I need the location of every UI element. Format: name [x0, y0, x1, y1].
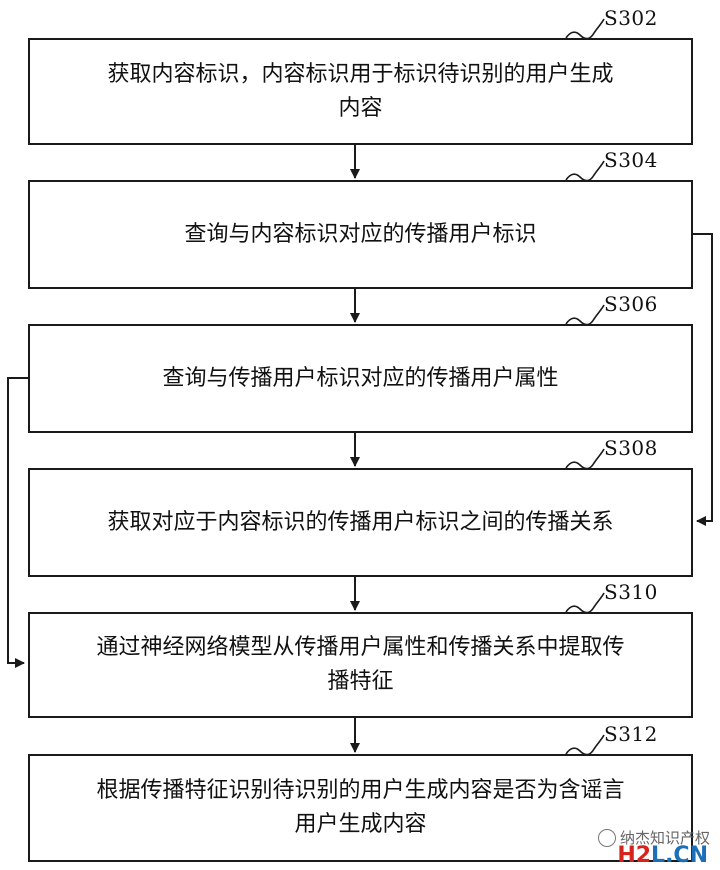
step-text-line: 用户生成内容 — [294, 812, 427, 837]
step-text-line: 播特征 — [327, 669, 394, 694]
wechat-icon — [597, 828, 616, 847]
side-arrow-s304-s308 — [693, 233, 713, 526]
step-box-s308: 获取对应于内容标识的传播用户标识之间的传播关系 — [28, 468, 693, 577]
site-logo-red: H2 — [617, 843, 652, 868]
side-arrow-s306-s310 — [7, 377, 28, 668]
watermark: 纳杰知识产权 — [597, 827, 710, 848]
label-leader-s306 — [565, 304, 605, 326]
step-text-s306: 查询与传播用户标识对应的传播用户属性 — [162, 365, 559, 391]
step-text-s302: 获取内容标识，内容标识用于标识待识别的用户生成 内容 — [107, 58, 613, 126]
step-box-s312: 根据传播特征识别待识别的用户生成内容是否为含谣言 用户生成内容 — [28, 754, 693, 862]
step-label-s302: S302 — [604, 6, 658, 30]
step-label-s312: S312 — [604, 722, 658, 746]
site-logo-suffix: .CN — [665, 843, 708, 868]
step-text-line: 内容 — [338, 95, 383, 121]
step-label-s304: S304 — [604, 148, 658, 172]
step-text-s308: 获取对应于内容标识的传播用户标识之间的传播关系 — [107, 509, 614, 535]
step-text-line: 通过神经网络模型从传播用户属性和传播关系中提取传 — [96, 635, 625, 660]
step-text-s310: 通过神经网络模型从传播用户属性和传播关系中提取传 播特征 — [96, 631, 624, 699]
step-box-s310: 通过神经网络模型从传播用户属性和传播关系中提取传 播特征 — [28, 612, 693, 718]
label-leader-s302 — [565, 18, 605, 40]
step-text-line: 获取内容标识，内容标识用于标识待识别的用户生成 — [107, 61, 614, 87]
step-label-s310: S310 — [604, 580, 658, 604]
step-text-line: 根据传播特征识别待识别的用户生成内容是否为含谣言 — [96, 778, 625, 803]
step-box-s302: 获取内容标识，内容标识用于标识待识别的用户生成 内容 — [28, 38, 693, 145]
label-leader-s304 — [565, 160, 605, 182]
label-leader-s312 — [565, 734, 605, 756]
step-label-s308: S308 — [604, 436, 658, 460]
step-text-s312: 根据传播特征识别待识别的用户生成内容是否为含谣言 用户生成内容 — [96, 774, 624, 842]
step-label-s306: S306 — [604, 292, 658, 316]
label-leader-s310 — [565, 592, 605, 614]
label-leader-s308 — [565, 448, 605, 470]
site-logo: H2L.CN — [617, 843, 708, 868]
step-box-s304: 查询与内容标识对应的传播用户标识 — [28, 180, 693, 289]
site-logo-blue: L — [651, 843, 666, 868]
step-text-s304: 查询与内容标识对应的传播用户标识 — [184, 221, 537, 247]
step-box-s306: 查询与传播用户标识对应的传播用户属性 — [28, 324, 693, 433]
watermark-text: 纳杰知识产权 — [619, 829, 710, 847]
